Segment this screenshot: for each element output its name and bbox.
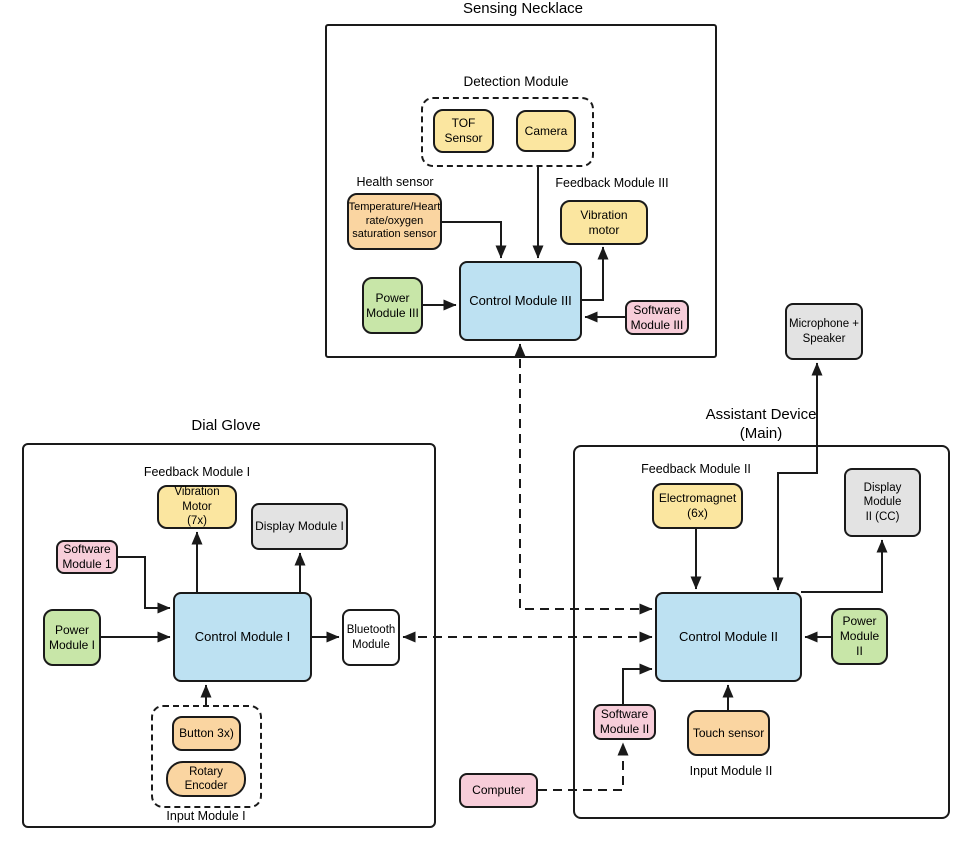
group-input-module-i xyxy=(151,705,262,808)
node-control-module-iii-label: Control Module III xyxy=(469,292,572,308)
node-power-module-i-label: Power Module I xyxy=(48,622,96,652)
label-feedback-module-i: Feedback Module I xyxy=(143,465,251,479)
node-control-module-i-label: Control Module I xyxy=(194,628,291,644)
label-feedback-module-iii: Feedback Module III xyxy=(555,176,669,190)
node-software-module-iii-label: Software Module III xyxy=(630,302,684,332)
node-control-module-ii-label: Control Module II xyxy=(679,628,778,644)
node-tof-sensor-label: TOF Sensor xyxy=(444,116,483,145)
node-software-module-iii: Software Module III xyxy=(625,300,689,335)
node-microphone-speaker-label: Microphone + Speaker xyxy=(789,318,859,345)
node-electromagnet-6x: Electromagnet (6x) xyxy=(652,483,743,529)
node-button-3x-label: Button 3x) xyxy=(179,726,234,740)
node-computer-label: Computer xyxy=(472,783,525,797)
node-vibration-motor-iii: Vibration motor xyxy=(560,200,648,245)
edge-control-iii-to-vibration-motor xyxy=(582,246,609,301)
node-power-module-iii: Power Module III xyxy=(362,277,423,334)
node-control-module-ii: Control Module II xyxy=(655,592,802,682)
title-sensing-necklace: Sensing Necklace xyxy=(462,0,584,17)
node-bluetooth-module: Bluetooth Module xyxy=(342,609,400,666)
node-software-module-1: Software Module 1 xyxy=(56,540,118,574)
node-bluetooth-module-label: Bluetooth Module xyxy=(346,624,396,651)
node-vibration-motor-7x-label: Vibration Motor (7x) xyxy=(174,486,220,528)
edge-control-ii-microphone-speaker xyxy=(772,362,823,591)
edge-control-ii-to-display-ii xyxy=(801,539,888,593)
node-display-module-ii: Display Module II (CC) xyxy=(844,468,921,537)
label-detection-module: Detection Module xyxy=(463,74,569,89)
node-software-module-ii: Software Module II xyxy=(593,704,656,740)
node-button-3x: Button 3x) xyxy=(172,716,241,751)
node-power-module-ii-label: Power Module II xyxy=(839,614,880,658)
node-display-module-ii-label: Display Module II (CC) xyxy=(863,481,902,523)
edge-software-ii-to-control-ii xyxy=(622,663,653,704)
node-control-module-i: Control Module I xyxy=(173,592,312,682)
node-health-sensor: Temperature/Heart rate/oxygen saturation… xyxy=(347,193,442,250)
node-electromagnet-6x-label: Electromagnet (6x) xyxy=(658,491,737,520)
title-dial-glove: Dial Glove xyxy=(191,417,261,434)
title-assistant-device: Assistant Device (Main) xyxy=(705,406,817,442)
node-software-module-1-label: Software Module 1 xyxy=(62,542,112,571)
edge-health-sensor-to-control-iii xyxy=(442,221,507,259)
edge-control-iii-control-ii-dashed xyxy=(514,343,653,615)
node-power-module-ii: Power Module II xyxy=(831,608,888,665)
node-computer: Computer xyxy=(459,773,538,808)
node-power-module-i: Power Module I xyxy=(43,609,101,666)
label-input-module-ii: Input Module II xyxy=(689,764,773,778)
node-vibration-motor-iii-label: Vibration motor xyxy=(580,207,628,237)
node-display-module-i-label: Display Module I xyxy=(255,519,344,533)
node-rotary-encoder-label: Rotary Encoder xyxy=(184,765,228,792)
node-rotary-encoder: Rotary Encoder xyxy=(166,761,246,797)
edge-software-1-to-control-i xyxy=(118,556,171,614)
node-software-module-ii-label: Software Module II xyxy=(599,707,650,736)
label-input-module-i: Input Module I xyxy=(166,809,246,823)
label-health-sensor: Health sensor xyxy=(356,175,434,189)
node-touch-sensor-label: Touch sensor xyxy=(692,725,765,740)
node-tof-sensor: TOF Sensor xyxy=(433,109,494,153)
node-touch-sensor: Touch sensor xyxy=(687,710,770,756)
node-vibration-motor-7x: Vibration Motor (7x) xyxy=(157,485,237,529)
node-camera: Camera xyxy=(516,110,576,152)
node-camera-label: Camera xyxy=(524,123,568,138)
label-feedback-module-ii: Feedback Module II xyxy=(641,462,751,476)
node-display-module-i: Display Module I xyxy=(251,503,348,550)
node-health-sensor-label: Temperature/Heart rate/oxygen saturation… xyxy=(348,200,441,241)
node-microphone-speaker: Microphone + Speaker xyxy=(785,303,863,360)
group-detection-module xyxy=(421,97,594,167)
node-control-module-iii: Control Module III xyxy=(459,261,582,341)
node-power-module-iii-label: Power Module III xyxy=(366,290,419,320)
